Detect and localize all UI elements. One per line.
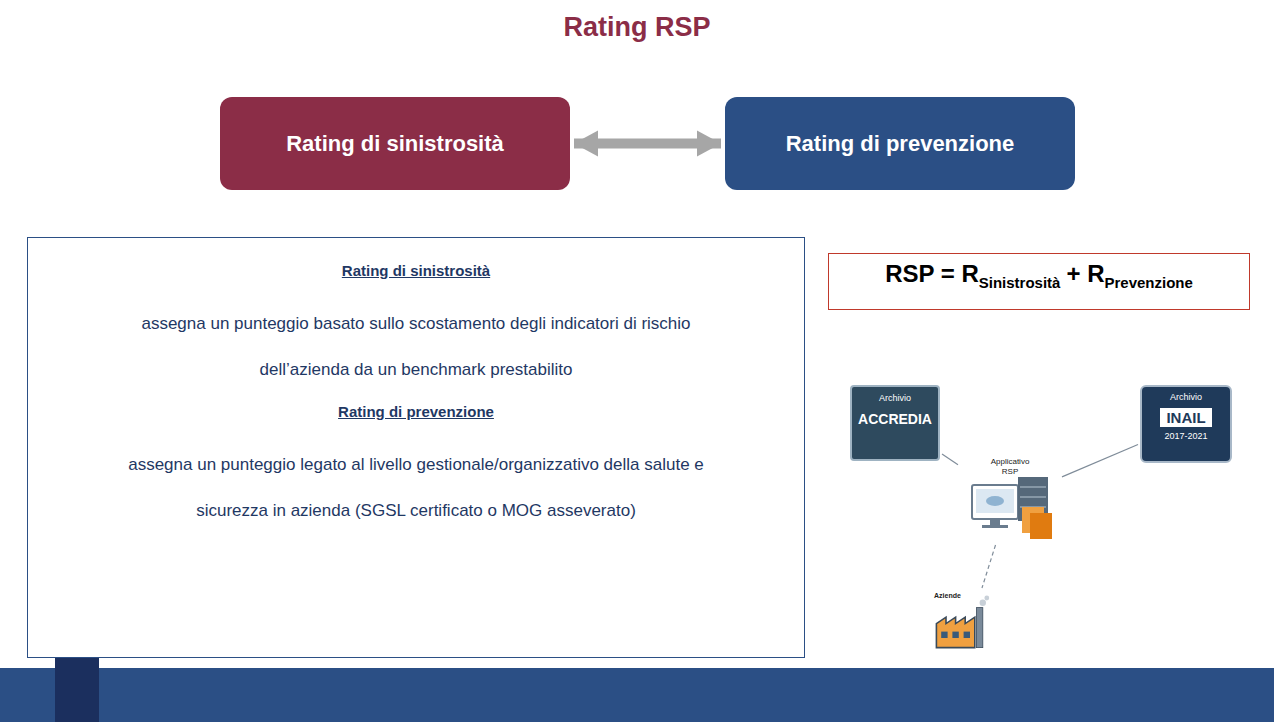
rating-box: Rating di sinistrosità bbox=[220, 97, 570, 190]
rating-box: Rating di prevenzione bbox=[725, 97, 1075, 190]
node-text: RSP = R bbox=[885, 260, 979, 287]
logo-bar bbox=[55, 648, 99, 722]
archive-icon: ArchivioACCREDIA bbox=[850, 385, 940, 461]
archive-icon: ArchivioINAIL 2017-2021 bbox=[1140, 385, 1232, 463]
node-text: assegna un punteggio basato sullo scosta… bbox=[116, 301, 716, 393]
connector bbox=[574, 139, 721, 149]
node-text: Archivio bbox=[852, 393, 938, 403]
node-text: Applicativo bbox=[960, 457, 1060, 467]
node-text: ACCREDIA bbox=[852, 411, 938, 427]
connector bbox=[982, 545, 996, 588]
node-text: assegna un punteggio legato al livello g… bbox=[116, 442, 716, 534]
node-text: Rating di prevenzione bbox=[48, 403, 784, 420]
formula-box: RSP = RSinistrosità + RPrevenzione bbox=[828, 253, 1250, 310]
node-text: RSP bbox=[960, 467, 1060, 477]
node-text: Rating di prevenzione bbox=[786, 130, 1015, 157]
node-text: Rating di sinistrosità bbox=[286, 130, 504, 157]
node-text: 2017-2021 bbox=[1142, 431, 1230, 441]
node-text: Aziende bbox=[934, 592, 1010, 599]
company-icon: Aziende bbox=[930, 590, 1010, 662]
application-icon: ApplicativoRSP bbox=[960, 455, 1060, 543]
node-text: Rating di sinistrosità bbox=[48, 262, 784, 279]
icon-illustration bbox=[930, 590, 1010, 662]
connector bbox=[942, 454, 958, 465]
connector bbox=[1062, 444, 1138, 476]
bottom-band bbox=[0, 668, 1274, 722]
node-text: Archivio bbox=[1142, 392, 1230, 402]
node-text: + R bbox=[1066, 260, 1104, 287]
node-text: Sinistrosità bbox=[979, 274, 1061, 291]
diagram-title: Rating RSP bbox=[0, 12, 1274, 43]
node-text: INAIL bbox=[1160, 408, 1211, 427]
description-panel: Rating di sinistrosità assegna un puntegg… bbox=[27, 237, 805, 658]
node-text: Prevenzione bbox=[1104, 274, 1192, 291]
